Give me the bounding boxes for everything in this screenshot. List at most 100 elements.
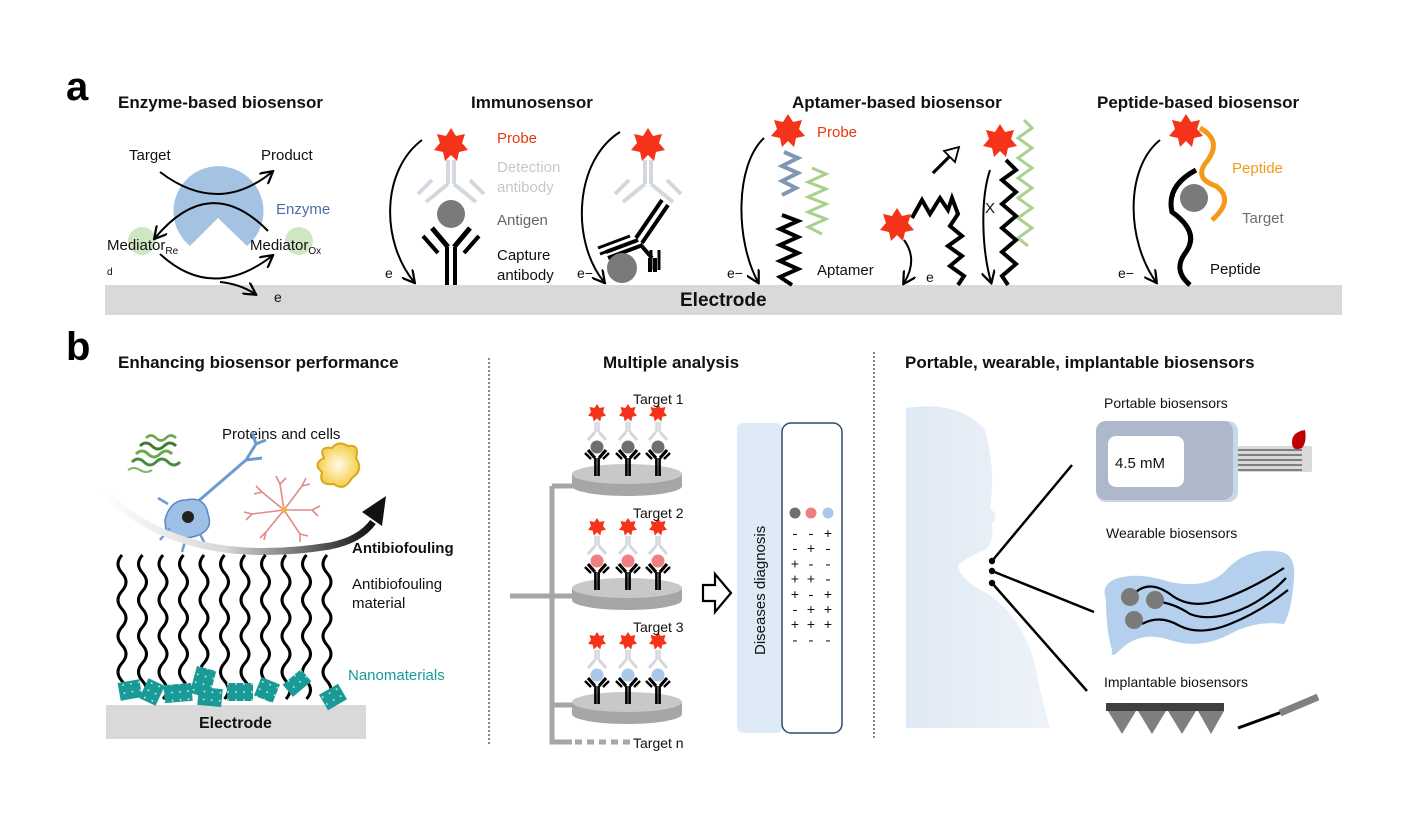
capture-antibody-label-1: Capture [497, 247, 550, 264]
brush-strand [116, 554, 128, 700]
device-connector-lines [991, 464, 1095, 692]
electrode-dot [1121, 588, 1139, 606]
truth-table-cell: + [807, 542, 815, 558]
sensor-platform [572, 404, 682, 496]
panel-b-letter: b [66, 325, 90, 369]
nanomaterial-flake [253, 676, 281, 704]
antigen-marker [651, 668, 665, 682]
diagnosis-label-panel [737, 423, 782, 733]
aptamer-strand [775, 213, 804, 287]
sensor-platform [572, 632, 682, 724]
multiple-analysis-title: Multiple analysis [603, 353, 739, 372]
nanomaterial-flake [227, 683, 253, 701]
mediator-re-circle [128, 227, 156, 255]
blocked-x-label: X [985, 200, 995, 217]
antigen-marker [621, 440, 635, 454]
probe-star-icon [588, 404, 606, 422]
repelling-arrow [99, 487, 376, 555]
truth-table-cell: + [824, 527, 832, 543]
immunosensor-title: Immunosensor [471, 93, 593, 112]
peptide-black-strand [1168, 167, 1198, 287]
target-circle [1180, 184, 1208, 212]
antibiofouling-heading: Antibiofouling [352, 540, 454, 557]
electrode-dot [1146, 591, 1164, 609]
aptamer-blue-strand [777, 150, 803, 197]
brush-strand [219, 554, 230, 700]
probe-label: Probe [817, 124, 857, 141]
truth-table-cell: + [791, 557, 799, 573]
probe-star-icon [1169, 114, 1203, 147]
peptide-biosensor-section: Peptide-based biosensor Peptide Target P… [1097, 93, 1300, 287]
aptamer-title: Aptamer-based biosensor [792, 93, 1002, 112]
electrode-base [106, 705, 366, 739]
truth-table-cell: + [824, 588, 832, 604]
devices-title: Portable, wearable, implantable biosenso… [905, 353, 1255, 372]
truth-table-cell: + [791, 573, 799, 589]
probe-star-icon [588, 518, 606, 536]
peptide-top-label: Peptide [1232, 160, 1283, 177]
antigen-marker [590, 440, 604, 454]
nanomaterial-flake [282, 669, 312, 697]
antibiofouling-material-label-1: Antibiofouling [352, 576, 442, 593]
nanomaterial-flakes [117, 665, 348, 711]
connector-lines [510, 483, 575, 745]
electron-arrow [1132, 139, 1161, 282]
probe-star-icon [434, 128, 468, 161]
probe-star-icon [983, 124, 1017, 157]
target-n-label: Target n [633, 735, 684, 751]
mediator-re-label: MediatorRe [107, 237, 179, 257]
truth-table-cell: - [824, 557, 832, 573]
electron-label: e− [1118, 265, 1134, 281]
capture-antibody-label-2: antibody [497, 267, 554, 284]
electrode-dot [1125, 611, 1143, 629]
truth-table-cell: - [791, 603, 799, 619]
result-arrow-icon [701, 570, 733, 616]
probe-label: Probe [497, 130, 537, 147]
immunosensor-section: Immunosensor e Probe Detection antibody … [385, 93, 683, 285]
nanomaterials-label: Nanomaterials [348, 667, 445, 684]
electrode-label: Electrode [199, 715, 272, 732]
diagnosis-truth-table: --+-+-+--++-+-+-+++++--- [789, 507, 834, 649]
detection-antibody-label-2: antibody [497, 179, 554, 196]
peptide-bottom-label: Peptide [1210, 261, 1261, 278]
nanomaterial-flake [117, 679, 143, 701]
mediator-re-to-ox-arrow [159, 253, 272, 280]
truth-table-cell: - [824, 633, 832, 649]
performance-section: Enhancing biosensor performance Proteins… [99, 353, 454, 739]
detection-antibody [446, 160, 456, 184]
electron-label: e [926, 269, 934, 285]
implant-needle [1237, 710, 1283, 730]
target-label: Target [129, 147, 172, 164]
electrode-bar [105, 285, 1342, 315]
enzyme-shape [173, 166, 264, 246]
truth-table-cell: - [807, 633, 815, 649]
multiple-analysis-section: Multiple analysis Target 1 Target 2 Targ… [510, 353, 843, 751]
truth-table-cell: + [824, 618, 832, 634]
aptamer-strand [998, 158, 1020, 287]
brush-strand [137, 554, 148, 700]
electron-label: e− [577, 265, 593, 281]
product-label: Product [261, 147, 314, 164]
marker-legend-dot [789, 507, 801, 519]
truth-table-cell: - [807, 527, 815, 543]
target-2-label: Target 2 [633, 505, 684, 521]
probe-star-icon [771, 114, 805, 147]
electron-label: e− [727, 265, 743, 281]
aptamer-label: Aptamer [817, 262, 874, 279]
electron-label: e [385, 265, 393, 281]
peptide-title: Peptide-based biosensor [1097, 93, 1300, 112]
sensor-platform [572, 518, 682, 610]
truth-table-cell: + [791, 588, 799, 604]
device-reading: 4.5 mM [1115, 455, 1165, 472]
protein-structure-icon [127, 434, 182, 473]
electron-arrow [740, 137, 765, 282]
truth-table-cell: + [807, 618, 815, 634]
probe-star-icon [631, 128, 665, 161]
antibiofouling-material-label-2: material [352, 595, 405, 612]
enzyme-biosensor-section: Enzyme-based biosensor Target Product En… [107, 93, 330, 305]
marker-legend-dot [822, 507, 834, 519]
portable-label: Portable biosensors [1104, 395, 1228, 411]
complementary-green-strand [804, 166, 830, 236]
mediator-ox-to-re-arrow [155, 202, 269, 238]
folded-aptamer-strand [910, 192, 967, 287]
